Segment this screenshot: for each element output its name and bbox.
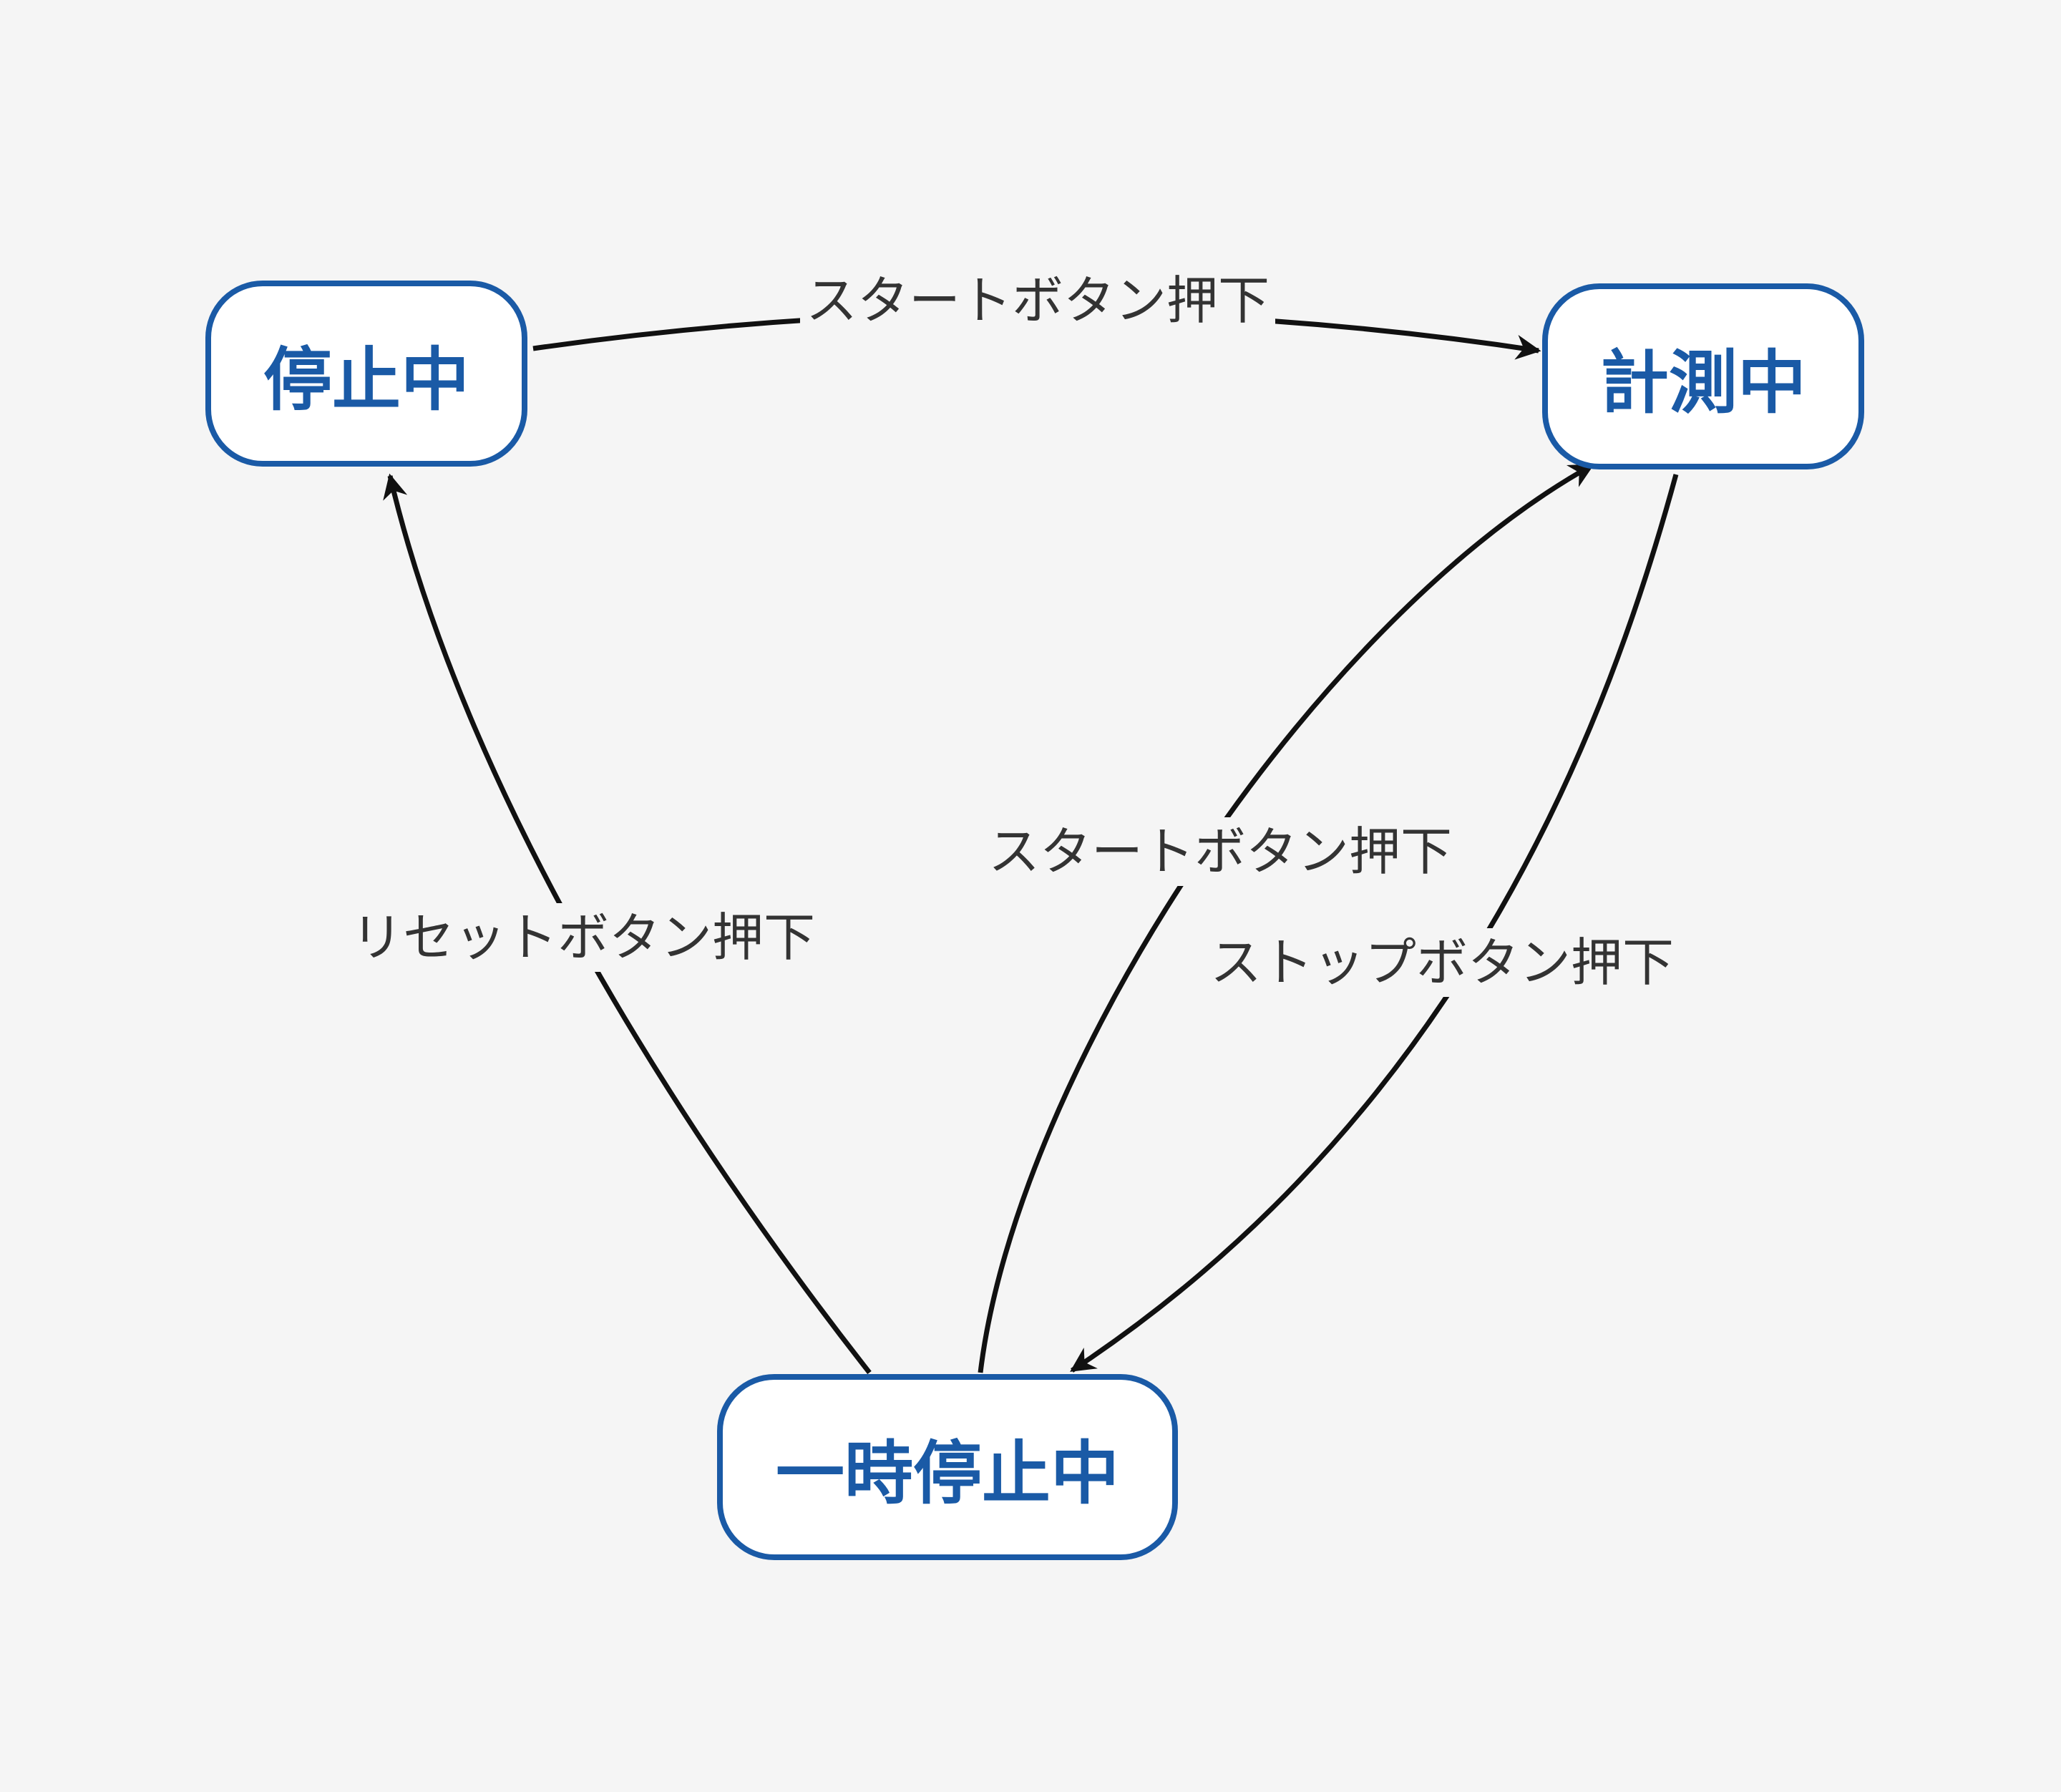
state-node-measuring[interactable]: 計測中 <box>1542 283 1864 469</box>
edge-label-reset-from-paused: リセットボタン押下 <box>345 903 822 972</box>
state-node-stopped[interactable]: 停止中 <box>205 281 527 467</box>
edge-label-start-from-stopped: スタートボタン押下 <box>799 266 1276 335</box>
edge-measuring-to-paused <box>1070 474 1679 1373</box>
state-node-paused[interactable]: 一時停止中 <box>717 1374 1178 1560</box>
edge-paused-to-measuring <box>978 462 1595 1373</box>
edge-label-start-from-paused: スタートボタン押下 <box>982 817 1458 886</box>
edge-label-stop-from-measuring: ストップボタン押下 <box>1204 928 1680 997</box>
